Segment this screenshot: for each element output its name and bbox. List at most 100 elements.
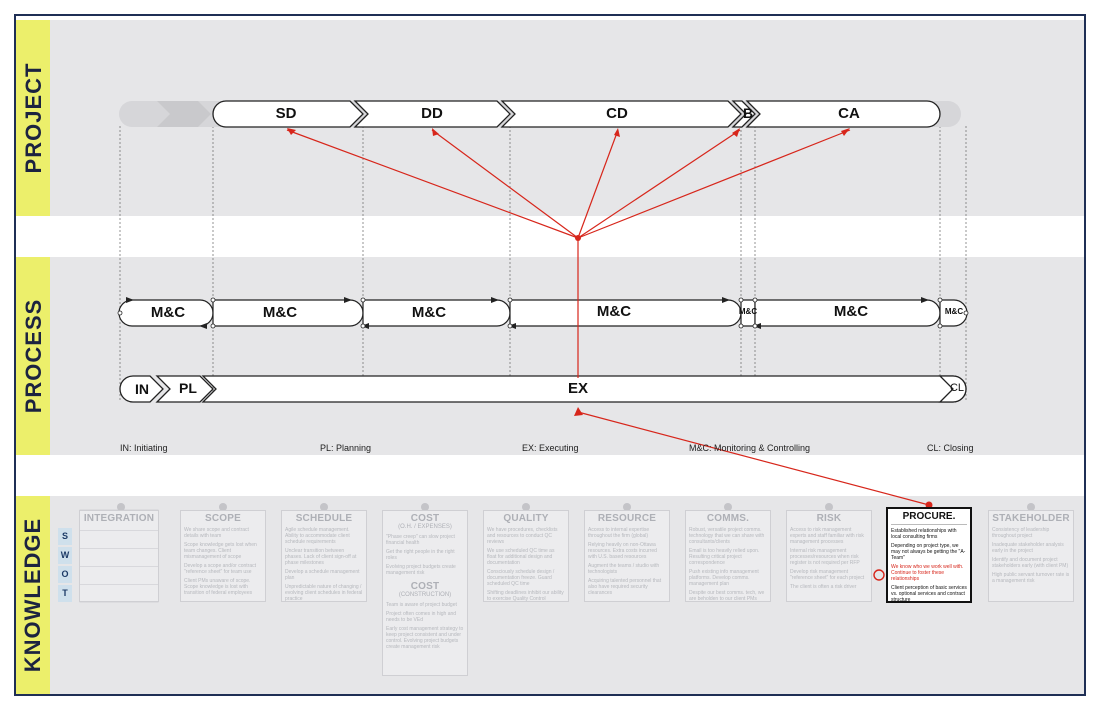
phase-label-b: B [742,105,754,121]
card-pin [1027,503,1035,511]
card-note: Scope knowledge gets lost when team chan… [184,542,257,560]
card-note: Email is too heavily relied upon. Result… [689,548,760,566]
knowledge-card-procure[interactable]: PROCURE. Established relationships with … [886,507,972,603]
card-note: Consciously schedule design / documentat… [487,569,555,587]
card-note: Relying heavily on non-Ottawa resources.… [588,542,657,560]
card-note: Depending on project type, we may not al… [891,543,966,561]
card-note: Get the right people in the right roles [386,549,455,561]
stage-label-ex: EX [567,380,588,397]
card-pin [724,503,732,511]
card-note: Access to risk management experts and st… [790,527,864,545]
card-note: The client is often a risk driver [790,584,857,590]
card-note: Agile schedule management. Ability to ac… [285,527,350,545]
card-pin [421,503,429,511]
stage-pl-shape [155,375,214,403]
card-subtitle: (O.H. / EXPENSES) [398,524,452,530]
mc-label-5: M&C [738,307,758,316]
card-note: Project often comes in high and needs to… [386,611,457,623]
card-title: INTEGRATION [83,513,155,524]
knowledge-card-comms: COMMS. Robust, versatile project comms. … [685,510,771,602]
swot-label-s: S [58,528,72,545]
stage-label-pl: PL [179,380,197,396]
card-note: Develop a schedule management plan [285,569,360,581]
card-note-highlight: We know who we work well with. Continue … [891,564,964,582]
process-group-shapes [119,375,967,403]
card-pin [522,503,530,511]
knowledge-band-tab: KNOWLEDGE [16,496,50,694]
mc-label-7: M&C [944,307,964,316]
procure-marker-icon [873,569,885,581]
card-note: Push existing info management platforms.… [689,569,759,587]
card-note: We use scheduled QC time as float for ad… [487,548,555,566]
mc-label-3: M&C [411,304,447,321]
card-title: COMMS. [706,513,750,524]
knowledge-card-stakeholder: STAKEHOLDER Consistency of leadership th… [988,510,1074,602]
phase-ca-shape [745,100,941,128]
mc-label-4: M&C [596,303,632,320]
legend-monitoring: M&C: Monitoring & Controlling [689,443,811,453]
procure-link-node [925,501,933,509]
card-note: Identify and document project stakeholde… [992,557,1069,569]
knowledge-card-quality: QUALITY We have procedures, checklists a… [483,510,569,602]
card-note: Established relationships with local con… [891,528,957,540]
process-band: PROCESS [16,257,1084,455]
card-pin [219,503,227,511]
mc-label-6: M&C [833,303,869,320]
link-arrowheads [287,128,850,416]
card-note: High public servant turnover rate is a m… [992,572,1070,584]
card-note: Access to internal expertise throughout … [588,527,650,539]
card-subtitle-construction: (CONSTRUCTION) [398,592,452,598]
card-title: RESOURCE [597,513,657,524]
phase-label-ca: CA [838,105,860,122]
card-note: Client perception of basic services vs. … [891,585,967,603]
card-note: Augment the teams / studio with technolo… [588,563,660,575]
legend-initiating: IN: Initiating [120,443,168,453]
knowledge-card-scope: SCOPE We share scope and contract detail… [180,510,266,602]
card-note: Unclear transition between phases. Lack … [285,548,357,566]
phase-label-sd: SD [275,105,297,122]
stage-cl-shape [938,375,967,403]
card-title-construction: COST [410,581,440,592]
project-phase-shapes [212,100,941,128]
card-note: Unpredictable nature of changing / evolv… [285,584,363,602]
knowledge-card-integration: INTEGRATION [79,510,159,602]
card-pin [320,503,328,511]
card-note: Internal risk management processes/resou… [790,548,860,566]
knowledge-card-resource: RESOURCE Access to internal expertise th… [584,510,670,602]
card-note: Client PMs unaware of scope. Scope knowl… [184,578,253,596]
card-note: Despite our best comms. tech, we are beh… [689,590,765,602]
phase-dd-shape [353,100,511,128]
card-note: "Phase creep" can slow project financial… [386,534,455,546]
phase-cd-shape [500,100,742,128]
swot-label-w: W [58,547,72,564]
legend-executing: EX: Executing [522,443,579,453]
legend-closing: CL: Closing [927,443,974,453]
phase-sd-shape [212,100,364,128]
card-note: Team is aware of project budget [386,602,457,608]
card-note: Shifting deadlines inhibit our ability t… [487,590,564,602]
card-pin [117,503,125,511]
card-title: STAKEHOLDER [992,513,1070,524]
mc-label-2: M&C [262,304,298,321]
card-title: RISK [816,513,842,524]
card-note: Inadequate stakeholder analysis early in… [992,542,1064,554]
phase-guide-lines [119,126,967,400]
swot-label-t: T [58,585,72,602]
stage-label-in: IN [135,381,149,397]
knowledge-card-risk: RISK Access to risk management experts a… [786,510,872,602]
diagram-frame [14,14,1086,696]
mc-loop-nodes [117,297,969,329]
card-pin [825,503,833,511]
card-note: Early cost management strategy to keep p… [386,626,464,650]
card-pin [623,503,631,511]
swot-label-o: O [58,566,72,583]
card-note: Develop a scope and/or contract "referen… [184,563,256,575]
phase-label-cd: CD [606,105,628,122]
card-note: Consistency of leadership throughout pro… [992,527,1050,539]
card-note: We share scope and contract details with… [184,527,249,539]
phase-label-dd: DD [421,105,443,122]
card-note: Develop risk management "reference sheet… [790,569,865,581]
card-title: PROCURE. [902,511,956,522]
legend-planning: PL: Planning [320,443,372,453]
